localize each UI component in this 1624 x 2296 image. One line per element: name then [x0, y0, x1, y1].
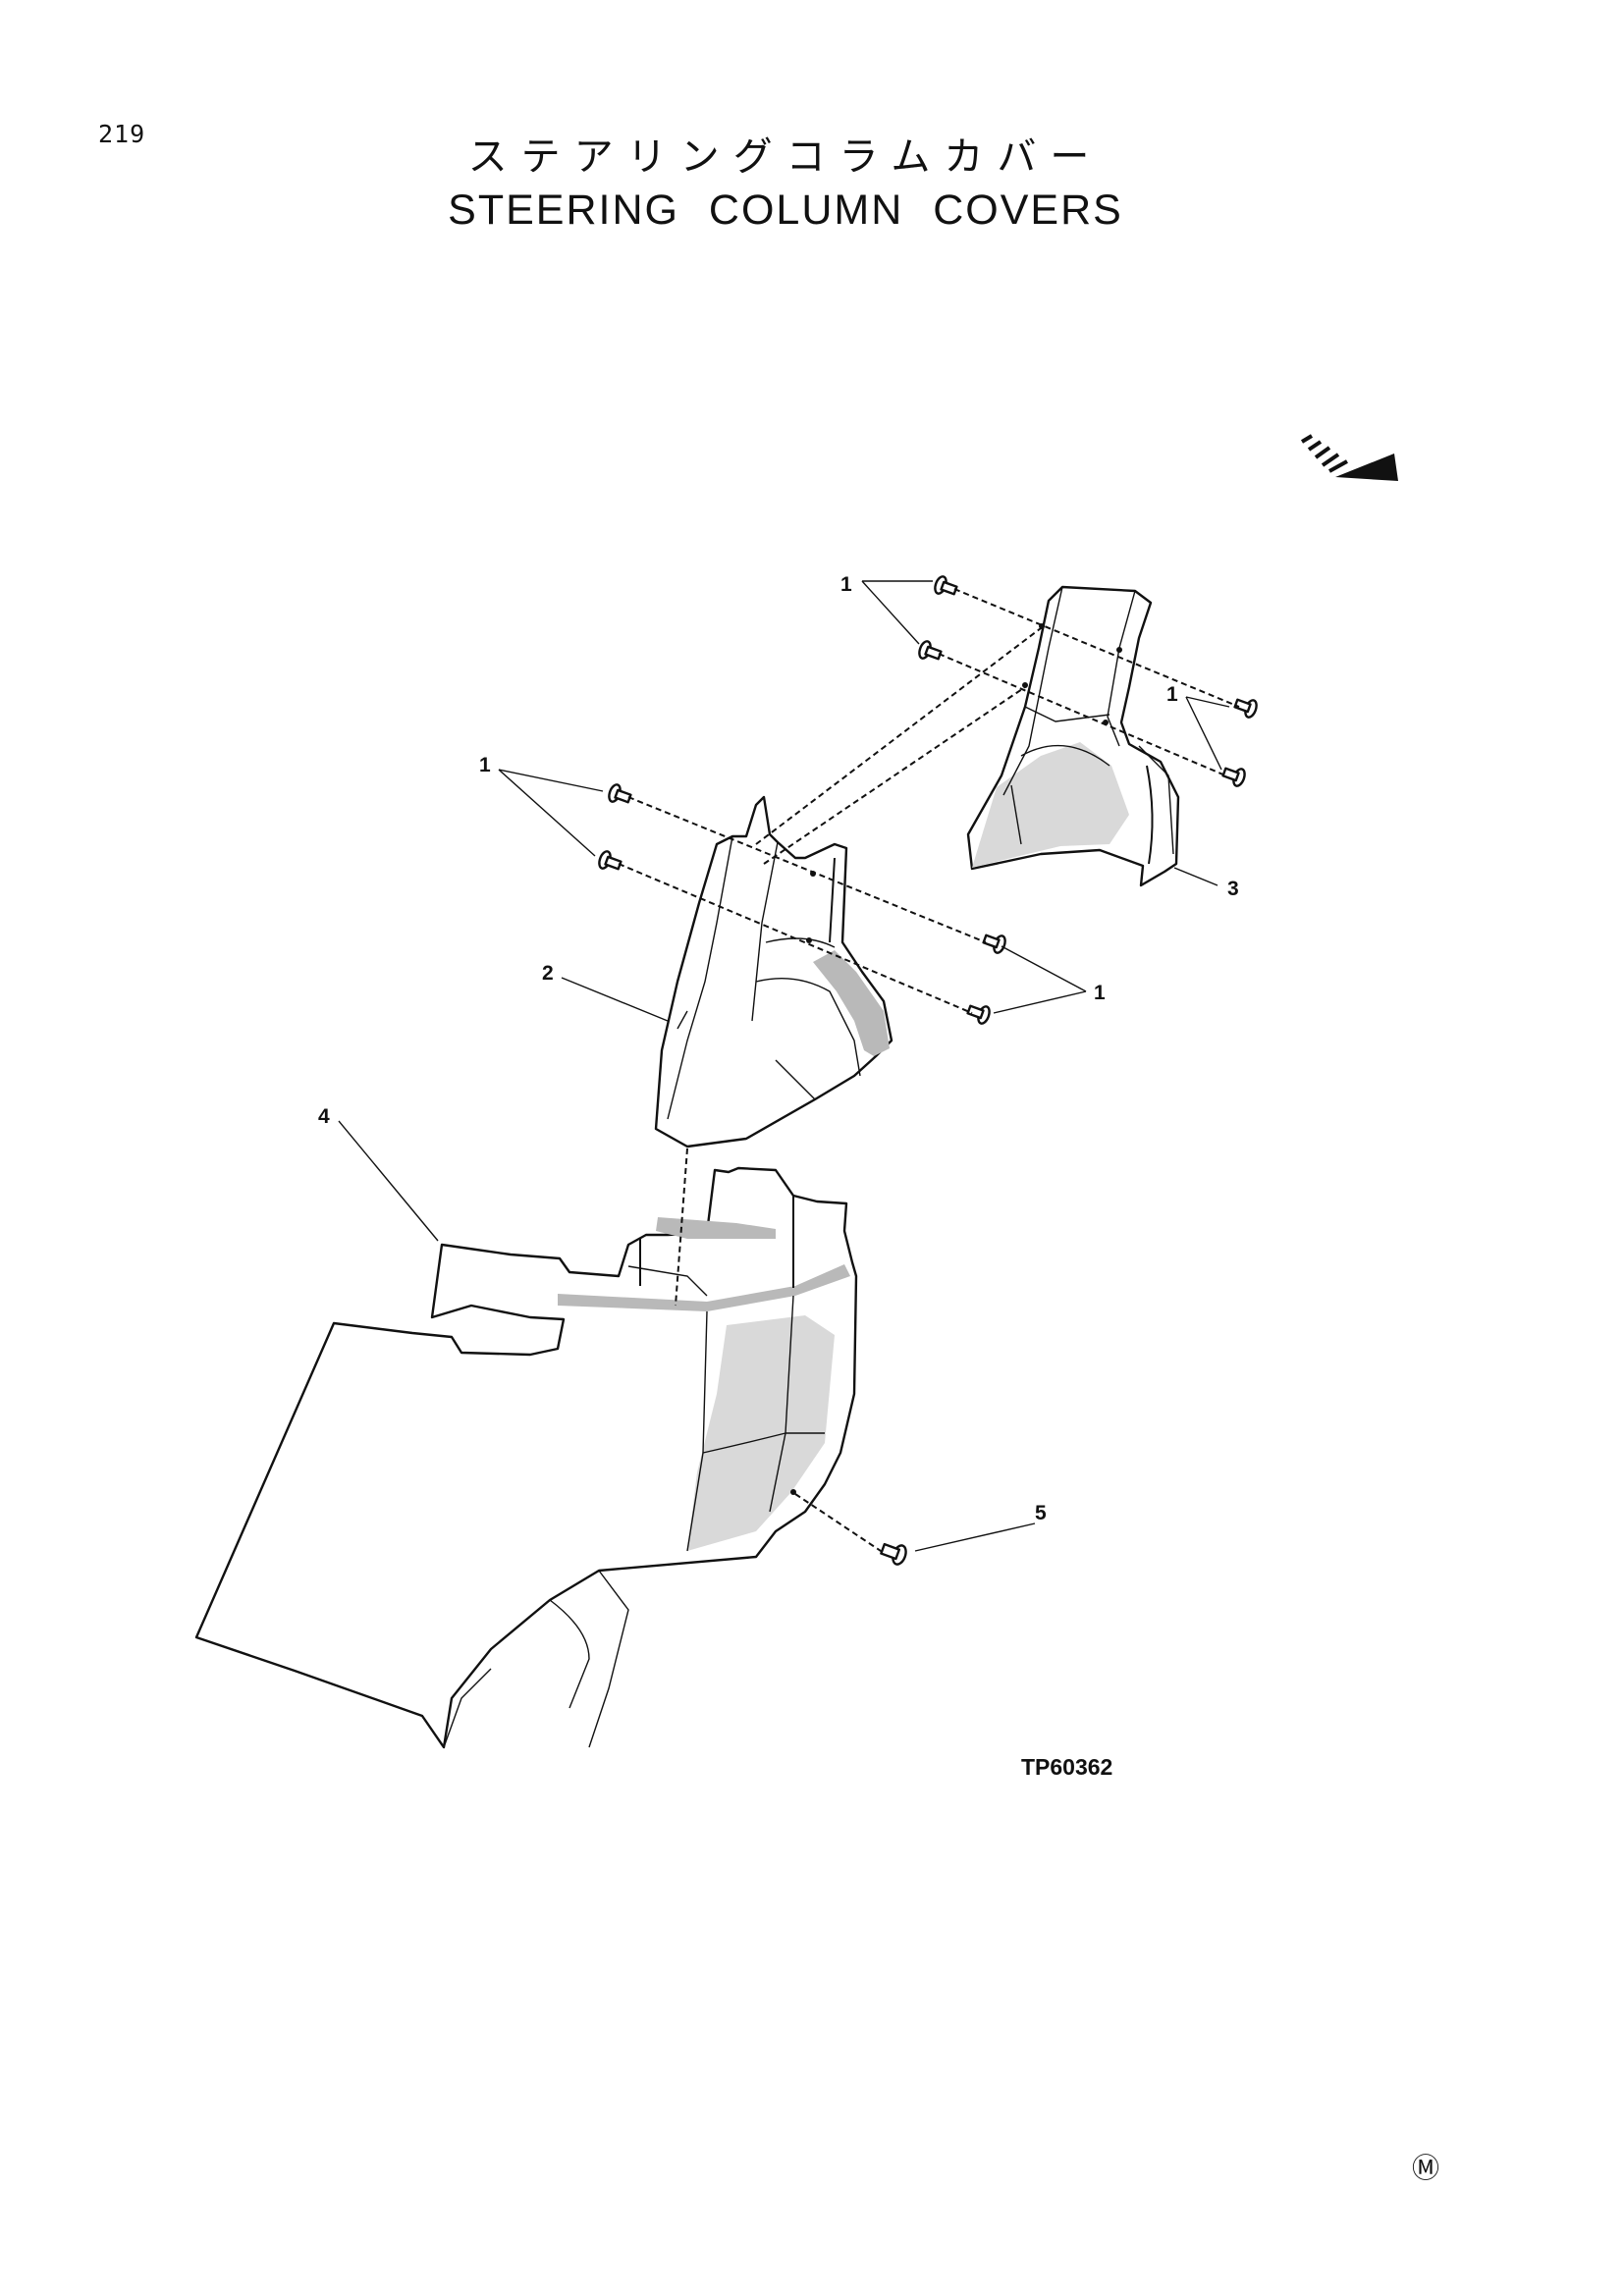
callout-1-mid: 1: [1094, 982, 1106, 1004]
bolt-5: [880, 1542, 907, 1566]
bolt-group: [598, 575, 1258, 1566]
callout-3: 3: [1227, 878, 1239, 900]
bolt-1-right-b: [1221, 767, 1246, 787]
front-direction-arrow-icon: [1300, 434, 1398, 481]
callout-5: 5: [1035, 1502, 1047, 1524]
bolt-1-left-b: [598, 850, 623, 871]
part-4-lower-cover: [194, 1166, 858, 1749]
callout-4: 4: [318, 1105, 330, 1128]
page-title-japanese: ステアリングコラムカバー: [467, 134, 1104, 180]
bolt-1-mid-b: [966, 1004, 991, 1025]
corner-mark: Ⓜ: [1412, 2153, 1439, 2183]
bolt-1-top-a: [934, 575, 958, 596]
part-3-upper-rear-cover: [966, 585, 1180, 887]
bolt-1-left-a: [608, 783, 632, 804]
bolt-1-right-a: [1233, 698, 1258, 719]
callout-1-right: 1: [1166, 683, 1178, 706]
callout-1-left: 1: [479, 754, 491, 776]
page-title: STEERING COLUMN COVERS: [448, 187, 1123, 234]
title-block: ステアリングコラムカバー STEERING COLUMN COVERS: [393, 132, 1178, 238]
part-2-upper-front-cover: [654, 795, 893, 1148]
bolt-1-top-b: [918, 640, 943, 661]
page-number: 219: [98, 120, 146, 148]
callout-2: 2: [542, 962, 554, 985]
leader-lines: [338, 580, 1230, 1552]
callout-1-top: 1: [840, 573, 852, 596]
assembly-lines: [618, 588, 1240, 1554]
figure-code: TP60362: [1021, 1754, 1112, 1780]
bolt-1-mid-a: [982, 934, 1006, 954]
